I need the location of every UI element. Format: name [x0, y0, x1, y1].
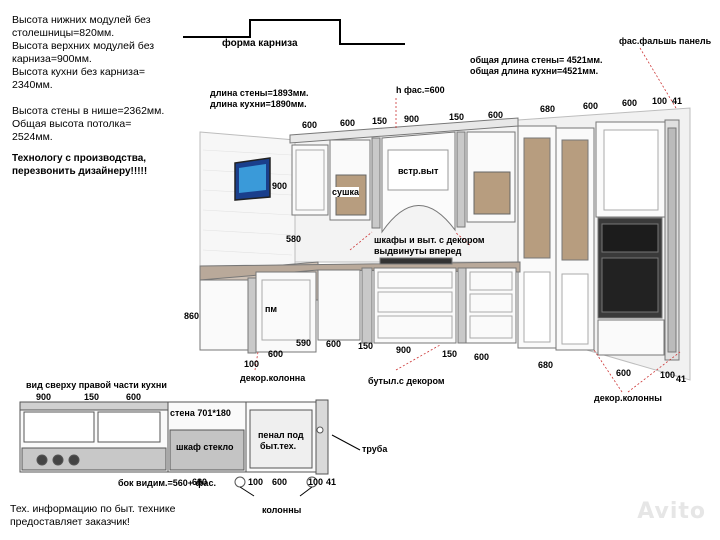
penal-label-2: быт.тех. — [260, 441, 297, 451]
facade-height: h фас.=600 — [396, 85, 445, 95]
dim-bottom: 600 — [268, 349, 284, 359]
kitchen-left-length: длина кухни=1890мм. — [210, 99, 307, 109]
pipe-label: труба — [362, 444, 388, 454]
dim-bottom: 150 — [358, 341, 374, 351]
brick-texture — [202, 149, 293, 256]
top-view-label: вид сверху правой части кухни — [26, 380, 167, 390]
base-cabinets — [199, 257, 521, 354]
dim-wall-gap: 580 — [286, 234, 302, 244]
columns-label: колонны — [262, 505, 302, 515]
decor-column-label: декор.колонна — [240, 373, 306, 383]
dimension-leaders — [254, 47, 681, 393]
dim-top-view: 600 — [126, 392, 142, 402]
dim-top: 900 — [404, 114, 420, 124]
dim-top-view: 150 — [84, 392, 100, 402]
dim-top: 600 — [488, 110, 504, 120]
dim-top-view: 900 — [36, 392, 52, 402]
dim-bottom: 600 — [326, 339, 342, 349]
dim-bottom: 100 — [244, 359, 260, 369]
wall-right-length: общая длина стены= 4521мм. — [470, 55, 603, 65]
dim-bottom: 41 — [676, 374, 687, 384]
note-line: столешницы=820мм. — [12, 27, 115, 39]
side-visible-label: бок видим.=560+ фас. — [118, 478, 216, 488]
cornice-profile — [183, 19, 405, 45]
dryer-label: сушка — [332, 187, 360, 197]
tech-line: предоставляет заказчик! — [10, 516, 130, 528]
dim-top: 600 — [622, 98, 638, 108]
tech-line: Тех. информацию по быт. технике — [10, 503, 176, 515]
dim-top-view: 41 — [326, 477, 337, 487]
tall-cabinets — [517, 119, 680, 361]
builtin-hood-label: встр.выт — [398, 166, 439, 176]
decor-columns-label: декор.колонны — [594, 393, 662, 403]
top-view — [19, 399, 361, 497]
dim-bottom: 590 — [296, 338, 312, 348]
call-line: перезвонить дизайнеру!!!!! — [12, 166, 148, 177]
dim-top-view: 100 — [308, 477, 324, 487]
wall-701-label: стена 701*180 — [170, 408, 231, 418]
bottle-decor-label: бутыл.с декором — [368, 376, 445, 386]
upper-cabinets — [289, 117, 519, 234]
call-note: Технологу с производства, перезвонить ди… — [12, 152, 147, 178]
tv — [234, 157, 271, 201]
tech-note: Тех. информацию по быт. технике предоста… — [10, 503, 175, 529]
glass-cabinet-label: шкаф стекло — [176, 442, 234, 452]
dim-top: 680 — [540, 104, 556, 114]
note-line — [12, 92, 164, 105]
dim-top: 600 — [340, 118, 356, 128]
dim-bottom: 600 — [474, 352, 490, 362]
dim-top: 41 — [672, 96, 683, 106]
dim-top: 600 — [583, 101, 599, 111]
dim-bottom: 680 — [538, 360, 554, 370]
dim-upper-height: 900 — [272, 181, 288, 191]
false-panel-label: фас.фальшь панель — [619, 36, 712, 46]
dim-bottom: 900 — [396, 345, 412, 355]
note-line: Высота верхних модулей без — [12, 40, 155, 52]
dim-top: 100 — [652, 96, 668, 106]
note-line: 2524мм. — [12, 131, 53, 143]
note-line: Высота нижних модулей без — [12, 14, 151, 26]
note-line: Высота стены в нише=2362мм. — [12, 105, 165, 117]
dim-base-height: 860 — [184, 311, 200, 321]
kitchen-right-length: общая длина кухни=4521мм. — [470, 66, 599, 76]
dim-bottom: 100 — [660, 370, 676, 380]
dishwasher-label: пм — [265, 304, 278, 314]
decor-cabinets-label: шкафы и выт. с декором — [374, 235, 485, 245]
dim-top-view: 100 — [248, 477, 264, 487]
dim-top: 150 — [449, 112, 465, 122]
spec-notes: Высота нижних модулей без столешницы=820… — [12, 14, 164, 144]
decor-cabinets-label-2: выдвинуты вперед — [374, 246, 462, 256]
dim-top-view: 600 — [272, 477, 288, 487]
wall-left-length: длина стены=1893мм. — [210, 88, 309, 98]
dim-bottom: 150 — [442, 349, 458, 359]
dim-top-view: 680 — [192, 477, 208, 487]
note-line: 2340мм. — [12, 79, 53, 91]
note-line: Общая высота потолка= — [12, 118, 132, 130]
note-line: Высота кухни без карниза= — [12, 66, 145, 78]
note-line: карниза=900мм. — [12, 53, 92, 65]
avito-watermark: Avito — [637, 499, 706, 524]
dim-bottom: 600 — [616, 368, 632, 378]
dim-top: 600 — [302, 120, 318, 130]
cornice-label: форма карниза — [222, 38, 298, 49]
dim-top: 150 — [372, 116, 388, 126]
penal-label: пенал под — [258, 430, 304, 440]
call-line: Технологу с производства, — [12, 153, 147, 164]
